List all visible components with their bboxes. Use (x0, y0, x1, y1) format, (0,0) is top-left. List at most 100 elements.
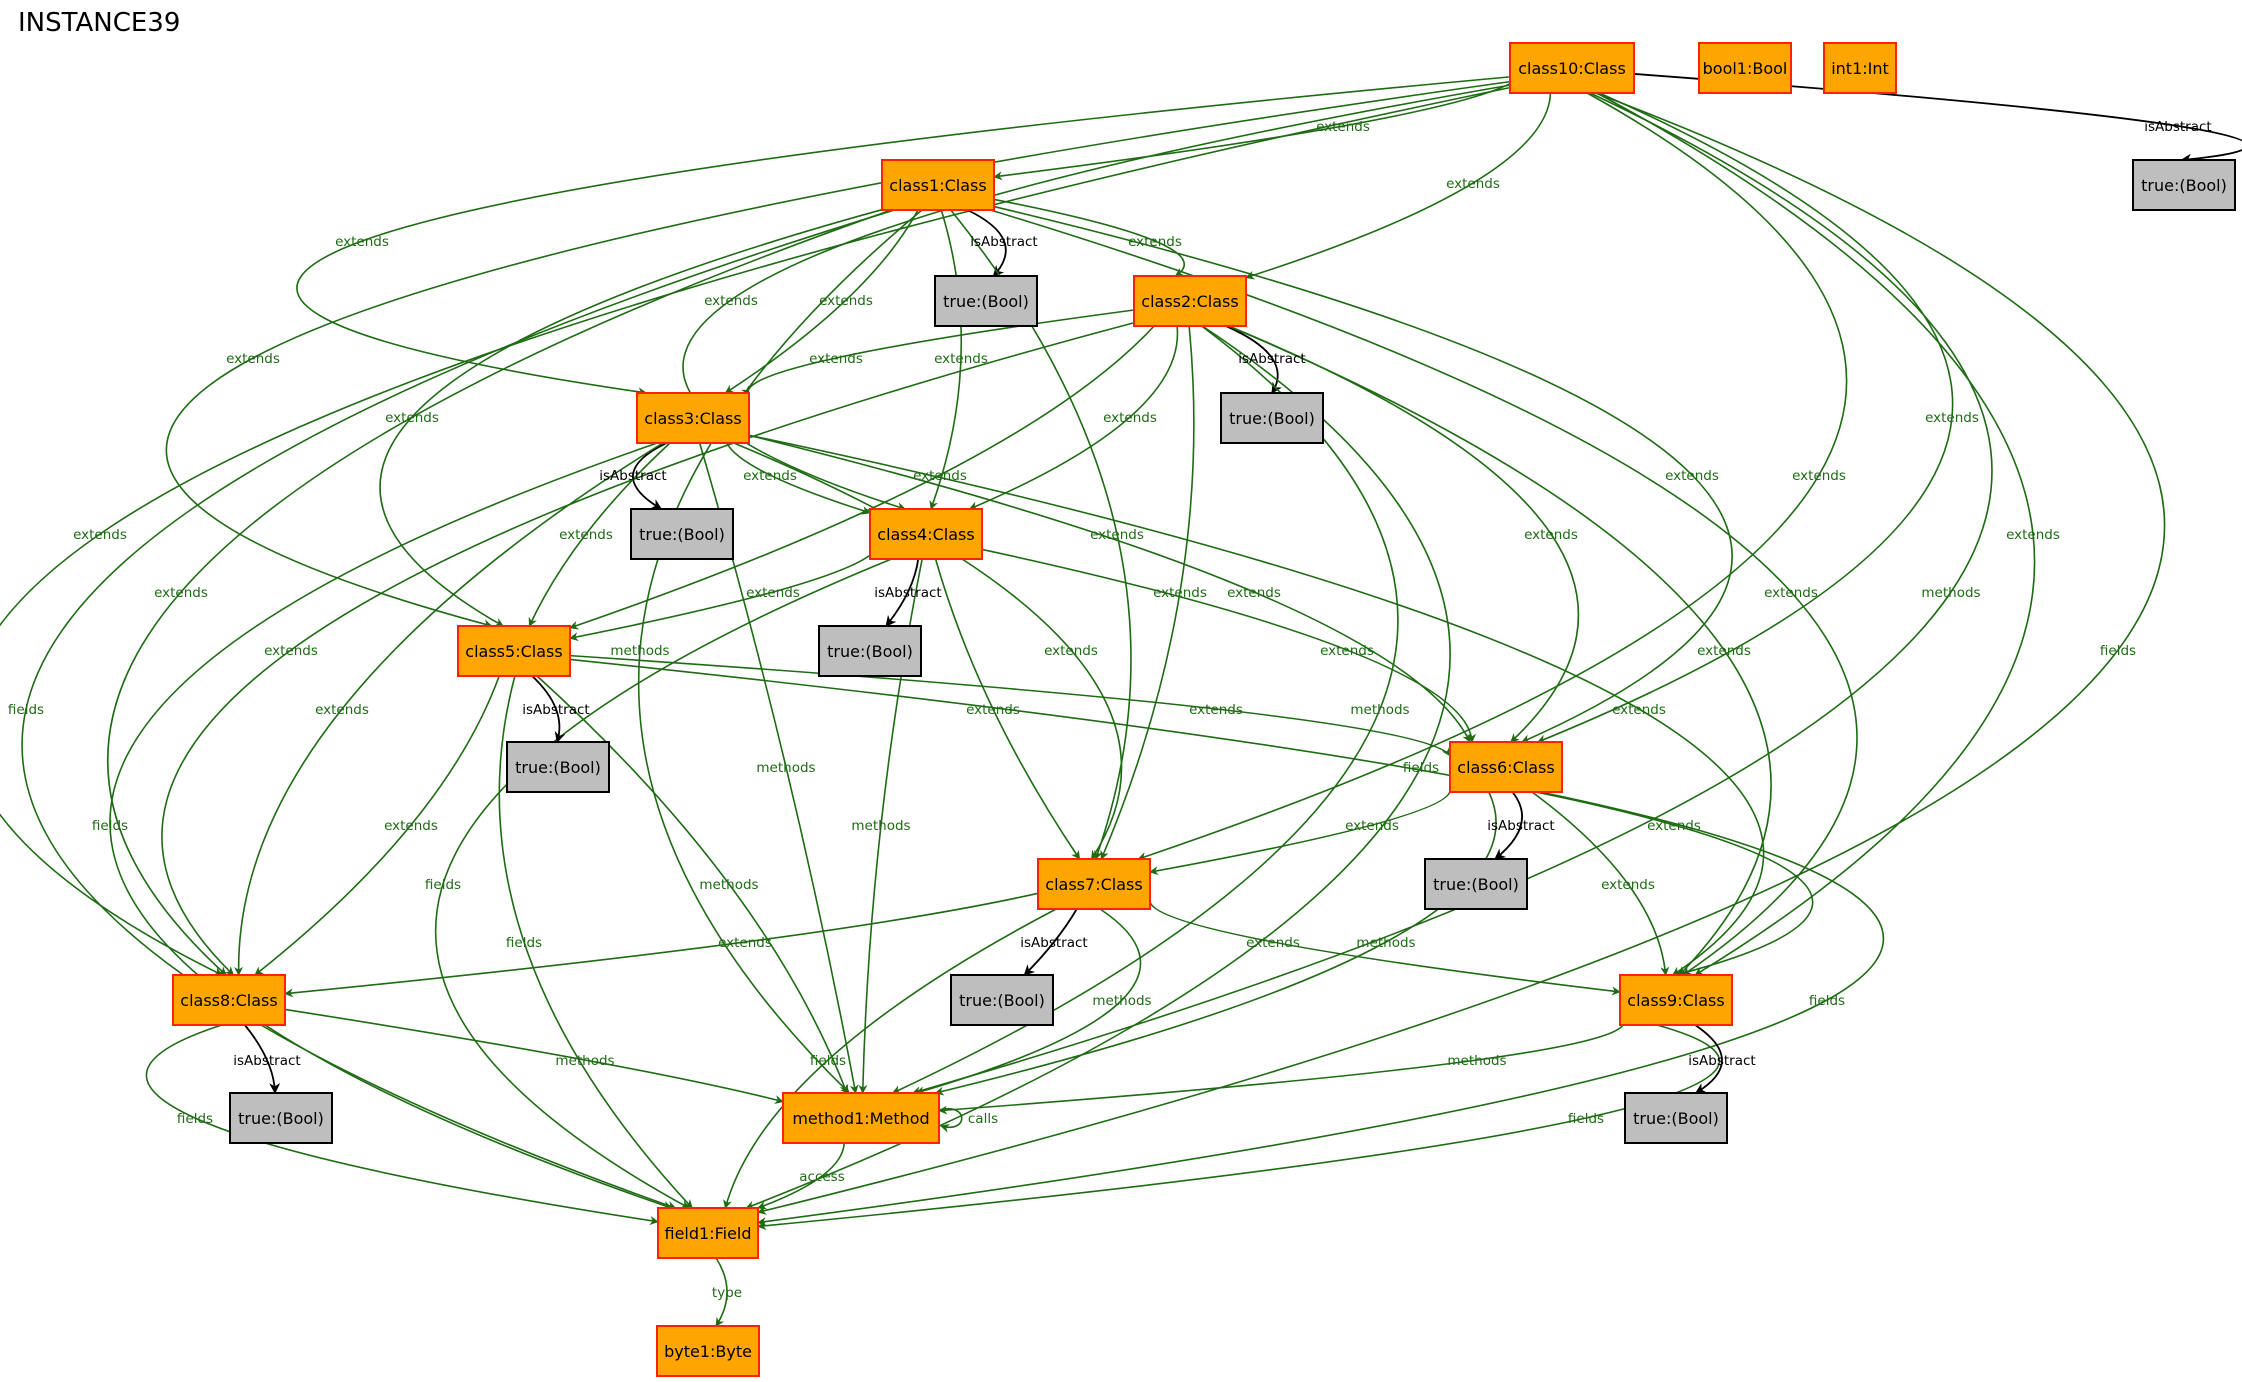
node-class5[interactable]: class5:Class (457, 625, 571, 677)
node-label-class7: class7:Class (1045, 875, 1142, 894)
node-class3[interactable]: class3:Class (636, 392, 750, 444)
edge-class7-class9 (1149, 901, 1621, 996)
edge-label-class7-t7: isAbstract (1020, 935, 1087, 951)
node-class1[interactable]: class1:Class (881, 159, 995, 211)
edge-class1-method1 (637, 209, 923, 1094)
edge-label-class1-class6: extends (1665, 468, 1719, 484)
edge-class1-t1 (967, 209, 1007, 277)
edge-class5-field1 (498, 675, 693, 1209)
edge-class6-field1 (757, 791, 1885, 1226)
edge-class10-class3 (296, 76, 1511, 397)
edge-label-class10-method1: methods (1921, 585, 1980, 601)
edge-class6-class7 (1149, 790, 1451, 876)
node-class2[interactable]: class2:Class (1133, 275, 1247, 327)
node-t1[interactable]: true:(Bool) (934, 275, 1038, 327)
node-t5[interactable]: true:(Bool) (506, 741, 610, 793)
edge-class1-class2 (993, 198, 1186, 277)
edge-class10-class2 (1245, 92, 1552, 280)
node-box-int1 (1823, 42, 1897, 94)
node-box-t4 (818, 625, 922, 677)
edge-class4-class6 (981, 548, 1477, 743)
node-t6[interactable]: true:(Bool) (1424, 858, 1528, 910)
edge-label-class1-class8: extends (154, 585, 208, 601)
node-box-class1 (881, 159, 995, 211)
edge-class2-field1 (745, 325, 1451, 1210)
node-t2[interactable]: true:(Bool) (1220, 392, 1324, 444)
edges (0, 73, 2242, 1327)
node-label-t4: true:(Bool) (827, 642, 913, 661)
edge-label-class2-class7: extends (1153, 585, 1207, 601)
edge-class7-class8 (284, 892, 1039, 998)
node-class6[interactable]: class6:Class (1449, 741, 1563, 793)
edge-label-class3-class6: extends (1227, 585, 1281, 601)
node-box-t1 (934, 275, 1038, 327)
edge-class3-class9 (748, 434, 1765, 976)
node-class7[interactable]: class7:Class (1037, 858, 1151, 910)
node-t7[interactable]: true:(Bool) (950, 974, 1054, 1026)
edge-class3-class7 (733, 442, 1123, 860)
node-box-class5 (457, 625, 571, 677)
edge-label-class3-field1: fields (92, 818, 128, 834)
node-t8[interactable]: true:(Bool) (229, 1092, 333, 1144)
edge-class10-class6 (1537, 92, 1954, 744)
node-t3[interactable]: true:(Bool) (630, 508, 734, 560)
node-label-byte1: byte1:Byte (664, 1342, 752, 1361)
edge-label-class2-class3: extends (809, 351, 863, 367)
edge-label-class8-field1: fields (177, 1111, 213, 1127)
edge-label-class4-class5: extends (746, 585, 800, 601)
edge-label-class1-method1: methods (610, 643, 669, 659)
edge-label-class10-class3: extends (335, 234, 389, 250)
node-bool1[interactable]: bool1:Bool (1698, 42, 1792, 94)
edge-label-class1-class9: extends (1764, 585, 1818, 601)
edge-label-class2-class5: extends (913, 468, 967, 484)
node-class4[interactable]: class4:Class (869, 508, 983, 560)
edge-label-class4-class7: extends (966, 702, 1020, 718)
node-field1[interactable]: field1:Field (657, 1207, 759, 1259)
edge-class4-field1 (434, 558, 892, 1209)
node-box-class6 (1449, 741, 1563, 793)
node-byte1[interactable]: byte1:Byte (656, 1325, 760, 1377)
edge-label-class2-class9: extends (1697, 643, 1751, 659)
node-method1[interactable]: method1:Method (782, 1092, 940, 1144)
edge-class1-class4 (929, 209, 963, 510)
edge-label-class10-class8: extends (73, 527, 127, 543)
node-box-t2 (1220, 392, 1324, 444)
edge-class7-method1 (915, 908, 1142, 1096)
edge-class3-class8 (234, 442, 664, 976)
edge-class10-class8 (0, 86, 1511, 976)
edge-class3-class4 (726, 442, 871, 515)
edge-class5-t5 (531, 675, 566, 744)
node-label-class5: class5:Class (465, 642, 562, 661)
node-int1[interactable]: int1:Int (1823, 42, 1897, 94)
edge-label-class3-class8: extends (315, 702, 369, 718)
edge-label-class2-field1: fields (1403, 760, 1439, 776)
edge-class8-method1 (284, 1008, 784, 1104)
edge-label-class4-t4: isAbstract (874, 585, 941, 601)
edge-label-class7-class8: extends (718, 935, 772, 951)
node-label-method1: method1:Method (792, 1109, 929, 1128)
edge-label-method1-method1: calls (968, 1111, 998, 1127)
node-class9[interactable]: class9:Class (1619, 974, 1733, 1026)
edge-class6-class9 (1531, 791, 1670, 976)
edge-label-class9-t9: isAbstract (1688, 1053, 1755, 1069)
node-t9[interactable]: true:(Bool) (1624, 1092, 1728, 1144)
edge-class5-class9 (569, 658, 1814, 978)
edge-label-class6-class7: extends (1345, 818, 1399, 834)
node-box-t7 (950, 974, 1054, 1026)
edge-label-class3-class5: extends (559, 527, 613, 543)
node-box-class10 (1509, 42, 1635, 94)
node-t4[interactable]: true:(Bool) (818, 625, 922, 677)
edge-class9-t9 (1694, 1024, 1723, 1094)
edge-class10-class4 (682, 84, 1511, 511)
node-box-class9 (1619, 974, 1733, 1026)
nodes: class10:Class bool1:Bool int1:Int true:(Boo… (172, 42, 2236, 1377)
edge-label-class3-class4: extends (743, 468, 797, 484)
node-label-t6: true:(Bool) (1433, 875, 1519, 894)
edge-label-class1-class7: extends (1090, 527, 1144, 543)
node-box-bool1 (1698, 42, 1792, 94)
node-class10[interactable]: class10:Class (1509, 42, 1635, 94)
node-class8[interactable]: class8:Class (172, 974, 286, 1026)
node-label-t7: true:(Bool) (959, 991, 1045, 1010)
node-box-class8 (172, 974, 286, 1026)
node-t10[interactable]: true:(Bool) (2132, 159, 2236, 211)
